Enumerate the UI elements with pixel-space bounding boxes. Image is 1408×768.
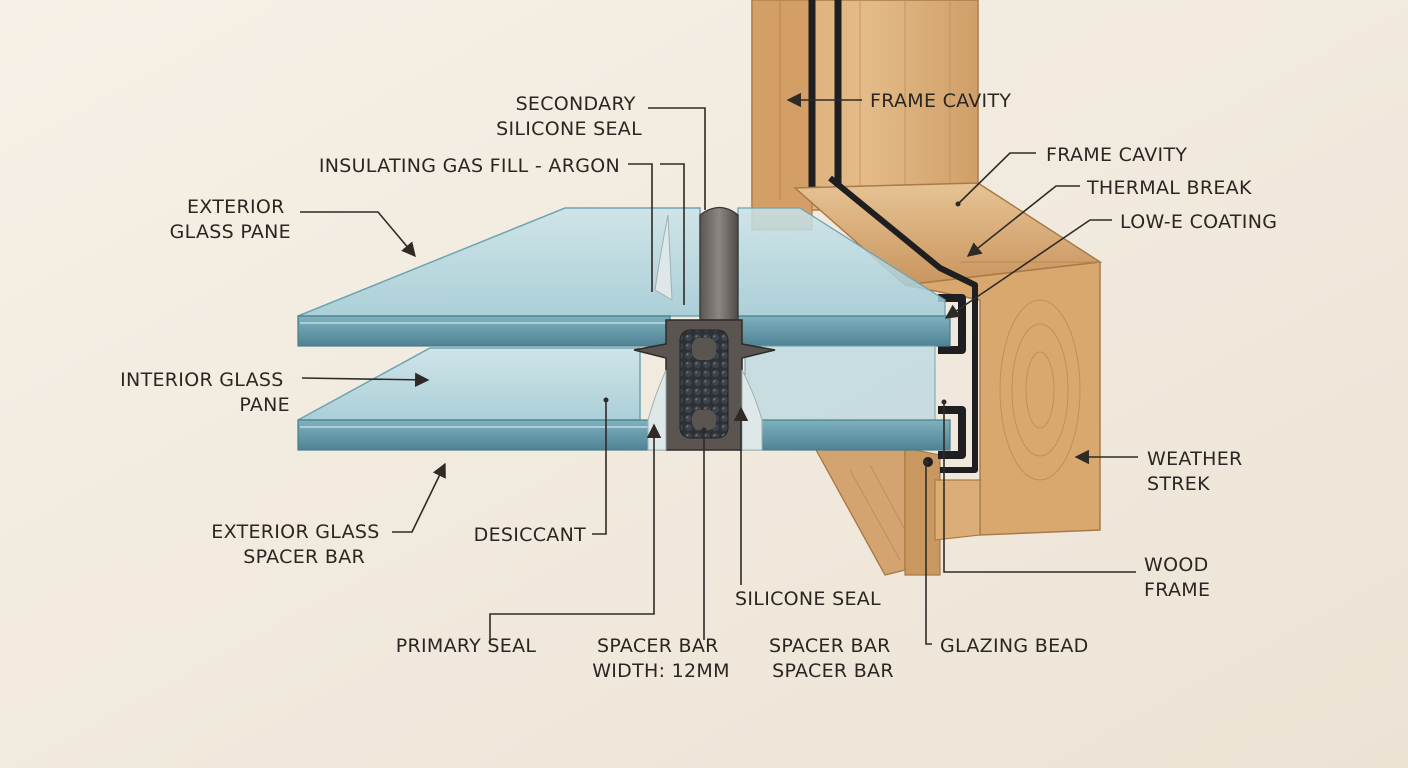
label-frame-cavity: FRAME CAVITY [1046,144,1187,166]
interior-glass-pane [297,347,671,451]
label-primary-seal: PRIMARY SEAL [396,635,537,657]
silicone-seal [741,369,763,451]
label-glazing-bead: GLAZING BEAD [940,635,1089,657]
exterior-glass-pane [297,207,701,347]
label-interior-glass-pane: INTERIOR GLASS PANE [120,369,290,416]
label-secondary-silicone-seal: SECONDARY SILICONE SEAL [496,93,642,140]
label-exterior-glass-spacer-bar: EXTERIOR GLASS SPACER BAR [211,521,386,568]
labels: SECONDARY SILICONE SEAL INSULATING GAS F… [120,90,1277,682]
leader-lines [300,92,1138,645]
label-spacer-bar-width: SPACER BAR WIDTH: 12MM [592,635,730,682]
label-insulating-gas-fill: INSULATING GAS FILL - ARGON [319,155,620,177]
label-silicone-seal: SILICONE SEAL [735,588,881,610]
label-weather-strek: WEATHER STREK [1147,448,1249,495]
label-spacer-bar-spacer-bar: SPACER BAR SPACER BAR [769,635,897,682]
label-frame-cavity-top: FRAME CAVITY [870,90,1011,112]
label-low-e-coating: LOW-E COATING [1120,211,1277,233]
label-thermal-break: THERMAL BREAK [1086,177,1252,199]
label-exterior-glass-pane: EXTERIOR GLASS PANE [170,196,291,243]
label-wood-frame: WOOD FRAME [1144,554,1215,601]
wood-frame [751,0,1103,576]
label-desiccant: DESICCANT [474,524,586,546]
